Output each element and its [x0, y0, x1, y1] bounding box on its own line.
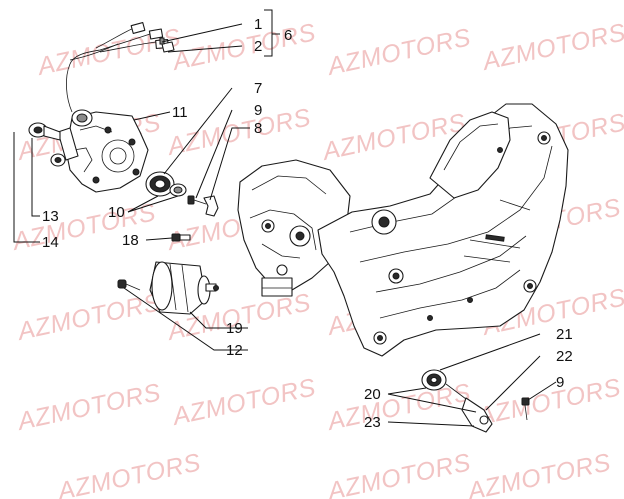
seal-ring — [145, 171, 187, 197]
leader-lines — [13, 9, 557, 427]
callout-8: 8 — [254, 120, 262, 137]
callout-13: 13 — [42, 208, 59, 225]
watermark: AZMOTORS — [473, 373, 623, 431]
watermark: AZMOTORS — [323, 448, 473, 499]
callout-20: 20 — [364, 386, 381, 403]
wiring-harness — [66, 22, 175, 113]
starter-motor — [117, 261, 219, 315]
drain-plug-assembly — [421, 369, 530, 433]
watermark: AZMOTORS — [323, 23, 473, 81]
watermark: AZMOTORS — [463, 448, 613, 499]
callout-6: 6 — [284, 27, 292, 44]
watermark: AZMOTORS — [53, 448, 203, 499]
callout-14: 14 — [42, 234, 59, 251]
callout-18: 18 — [122, 232, 139, 249]
callout-23: 23 — [364, 414, 381, 431]
callout-21: 21 — [556, 326, 573, 343]
callout-11: 11 — [172, 104, 188, 121]
callout-labels: 1 2 6 7 9 8 11 10 13 14 18 19 12 21 22 2… — [42, 16, 573, 431]
callout-22: 22 — [556, 348, 573, 365]
callout-19: 19 — [226, 320, 243, 337]
watermark: AZMOTORS — [478, 18, 624, 76]
callout-2: 2 — [254, 38, 262, 55]
watermark: AZMOTORS — [13, 378, 163, 436]
watermark: AZMOTORS — [168, 373, 318, 431]
watermark: AZMOTORS — [13, 288, 163, 346]
callout-9: 9 — [254, 102, 262, 119]
callout-10: 10 — [108, 204, 125, 221]
bolt-and-clip — [187, 195, 219, 217]
watermark: AZMOTORS — [168, 18, 318, 76]
crankcase — [237, 103, 569, 357]
callout-9-lower: 9 — [556, 374, 564, 391]
bolt-18 — [171, 233, 191, 242]
callout-12: 12 — [226, 342, 243, 359]
callout-7: 7 — [254, 80, 262, 97]
callout-1: 1 — [254, 16, 262, 33]
stator-cover — [28, 109, 149, 193]
